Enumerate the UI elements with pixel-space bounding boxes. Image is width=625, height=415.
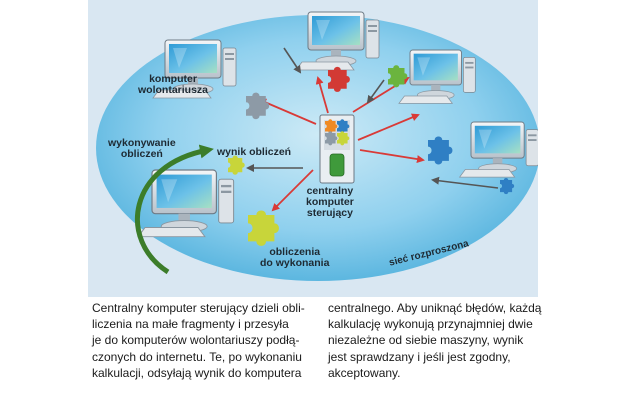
tasks-label: obliczenia do wykonania — [260, 247, 329, 269]
volunteer-computer-label: komputer wolontariusza — [138, 74, 208, 96]
caption-line: akceptowany. — [328, 365, 540, 381]
caption-line: je do komputerów wolontariuszy podłą- — [92, 332, 304, 348]
distributed-computing-diagram: komputer wolontariusza wykonywanie oblic… — [88, 0, 538, 297]
caption-line: jest sprawdzany i jeśli jest zgodny, — [328, 349, 540, 365]
caption-column-1: Centralny komputer sterujący dzieli obli… — [92, 300, 304, 381]
result-label: wynik obliczeń — [217, 147, 291, 158]
caption-line: kalkulacji, odsyłają wynik do komputera — [92, 365, 304, 381]
caption-line: kalkulację wykonują przynajmniej dwie — [328, 316, 540, 332]
central-computer-label: centralny komputer sterujący — [306, 186, 354, 219]
server-icon — [320, 115, 354, 183]
caption-line: Centralny komputer sterujący dzieli obli… — [92, 300, 304, 316]
caption-line: niezależne od siebie maszyny, wynik — [328, 332, 540, 348]
caption-line: czonych do internetu. Te, po wykonaniu — [92, 349, 304, 365]
computing-label: wykonywanie obliczeń — [108, 138, 176, 160]
caption-column-2: centralnego. Aby uniknąć błędów, każdą k… — [328, 300, 540, 381]
caption-line: liczenia na małe fragmenty i przesyła — [92, 316, 304, 332]
caption-line: centralnego. Aby uniknąć błędów, każdą — [328, 300, 540, 316]
